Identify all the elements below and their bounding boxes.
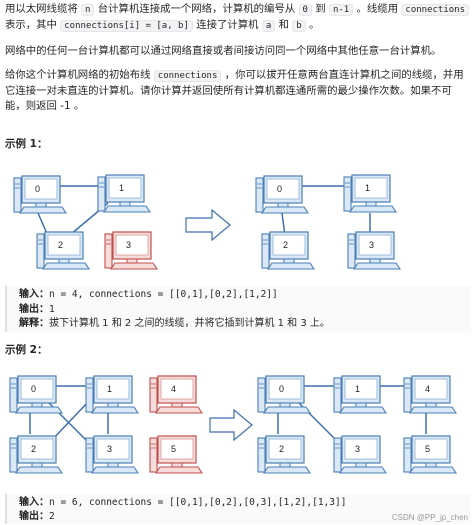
output-label: 输出： bbox=[19, 511, 49, 522]
input-value: n = 4, connections = [[0,1],[0,2],[1,2]] bbox=[49, 289, 278, 300]
computer-5-icon bbox=[149, 435, 203, 474]
computer-2-label: 2 bbox=[31, 444, 36, 454]
computer-1-icon bbox=[85, 375, 139, 414]
computer-after-1-icon bbox=[343, 174, 397, 213]
computer-2-icon bbox=[36, 231, 90, 270]
example-1-io: 输入：n = 4, connections = [[0,1],[0,2],[1,… bbox=[5, 286, 471, 332]
example-1-figure: 0 1 2 3 0 1 2 3 bbox=[13, 174, 401, 270]
computer-0-icon bbox=[13, 175, 67, 214]
watermark: CSDN @PP_jp_chen bbox=[391, 513, 468, 522]
computer-3-icon bbox=[85, 435, 139, 474]
computer-after-2-label: 2 bbox=[283, 240, 288, 250]
text: 。 bbox=[309, 19, 320, 31]
arrow-icon bbox=[209, 408, 253, 442]
code-connections: connections bbox=[401, 4, 470, 16]
input-label: 输入： bbox=[19, 497, 49, 508]
text: 给你这个计算机网络的初始布线 bbox=[5, 69, 151, 81]
computer-after-4-label: 4 bbox=[425, 384, 430, 394]
computer-3-label: 3 bbox=[107, 444, 112, 454]
code-connections-i: connections[i] = [a, b] bbox=[60, 20, 193, 32]
code-n-minus-1: n-1 bbox=[328, 4, 354, 16]
computer-1-label: 1 bbox=[119, 183, 124, 193]
text: 表示，其中 bbox=[5, 19, 57, 31]
computer-0-icon bbox=[9, 375, 63, 414]
code-a: a bbox=[261, 20, 276, 32]
input-label: 输入： bbox=[19, 289, 49, 300]
computer-after-0-icon bbox=[255, 175, 309, 214]
computer-2-icon bbox=[9, 435, 63, 474]
example-1-input: 输入：n = 4, connections = [[0,1],[0,2],[1,… bbox=[19, 288, 278, 301]
computer-0-label: 0 bbox=[35, 184, 40, 194]
computer-after-0-label: 0 bbox=[277, 184, 282, 194]
example-2-figure: 0 1 2 3 4 5 0 1 2 3 4 5 bbox=[9, 375, 457, 474]
computer-1-icon bbox=[97, 174, 151, 213]
code-zero: 0 bbox=[298, 4, 312, 16]
example-2-io: 输入：n = 6, connections = [[0,1],[0,2],[0,… bbox=[5, 494, 471, 524]
computer-after-1-label: 1 bbox=[365, 183, 370, 193]
problem-description-3: 给你这个计算机网络的初始布线 connections ，你可以拔开任意两台直连计… bbox=[5, 68, 469, 114]
computer-1-label: 1 bbox=[107, 384, 112, 394]
computer-4-icon bbox=[149, 375, 203, 414]
output-label: 输出： bbox=[19, 304, 49, 315]
problem-description-2: 网络中的任何一台计算机都可以通过网络直接或者间接访问同一个网络中其他任意一台计算… bbox=[5, 45, 442, 57]
example-2-title: 示例 2： bbox=[5, 344, 48, 356]
code-n: n bbox=[81, 4, 95, 16]
computer-after-3-label: 3 bbox=[355, 444, 360, 454]
computer-2-label: 2 bbox=[58, 240, 63, 250]
text: 。线缆用 bbox=[356, 3, 399, 15]
computer-after-0-icon bbox=[257, 375, 311, 414]
computer-after-1-label: 1 bbox=[355, 384, 360, 394]
explain-value: 拔下计算机 1 和 2 之间的线缆，并将它插到计算机 1 和 3 上。 bbox=[49, 318, 330, 329]
text: 和 bbox=[278, 19, 289, 31]
computer-4-label: 4 bbox=[171, 384, 176, 394]
problem-description: 用以太网线缆将 n 台计算机连接成一个网络，计算机的编号从 0 到 n-1 。线… bbox=[5, 2, 470, 34]
computer-after-2-icon bbox=[257, 435, 311, 474]
computer-after-4-icon bbox=[403, 375, 457, 414]
computer-after-3-label: 3 bbox=[369, 240, 374, 250]
example-2-output: 输出：2 bbox=[19, 510, 55, 523]
code-b: b bbox=[292, 20, 306, 32]
text: 用以太网线缆将 bbox=[5, 3, 78, 15]
text: 到 bbox=[315, 3, 326, 15]
example-1-explanation: 解释：拔下计算机 1 和 2 之间的线缆，并将它插到计算机 1 和 3 上。 bbox=[19, 317, 330, 330]
computer-after-3-icon bbox=[347, 231, 401, 270]
example-2-input: 输入：n = 6, connections = [[0,1],[0,2],[0,… bbox=[19, 496, 346, 509]
computer-after-5-label: 5 bbox=[425, 444, 430, 454]
computer-after-1-icon bbox=[333, 375, 387, 414]
cable-1-2 bbox=[49, 399, 91, 443]
output-value: 2 bbox=[49, 511, 55, 522]
output-value: 1 bbox=[49, 304, 55, 315]
arrow-icon bbox=[185, 208, 231, 242]
computer-after-3-icon bbox=[333, 435, 387, 474]
computer-3-icon bbox=[104, 231, 158, 270]
text: ，你可以拔开任意两台直连计算机之间的线缆，并用它连接一对未直连的计算机。请你计算… bbox=[5, 69, 464, 112]
computer-after-5-icon bbox=[403, 435, 457, 474]
computer-0-label: 0 bbox=[31, 384, 36, 394]
computer-after-2-icon bbox=[261, 231, 315, 270]
computer-3-label: 3 bbox=[126, 240, 131, 250]
computer-after-2-label: 2 bbox=[279, 444, 284, 454]
example-1-output: 输出：1 bbox=[19, 303, 55, 316]
text: 连接了计算机 bbox=[196, 19, 259, 31]
computer-after-0-label: 0 bbox=[279, 384, 284, 394]
computer-5-label: 5 bbox=[171, 444, 176, 454]
code-connections: connections bbox=[153, 70, 222, 82]
example-1-title: 示例 1： bbox=[5, 138, 48, 150]
explain-label: 解释： bbox=[19, 318, 49, 329]
text: 台计算机连接成一个网络，计算机的编号从 bbox=[97, 3, 296, 15]
input-value: n = 6, connections = [[0,1],[0,2],[0,3],… bbox=[49, 497, 347, 508]
